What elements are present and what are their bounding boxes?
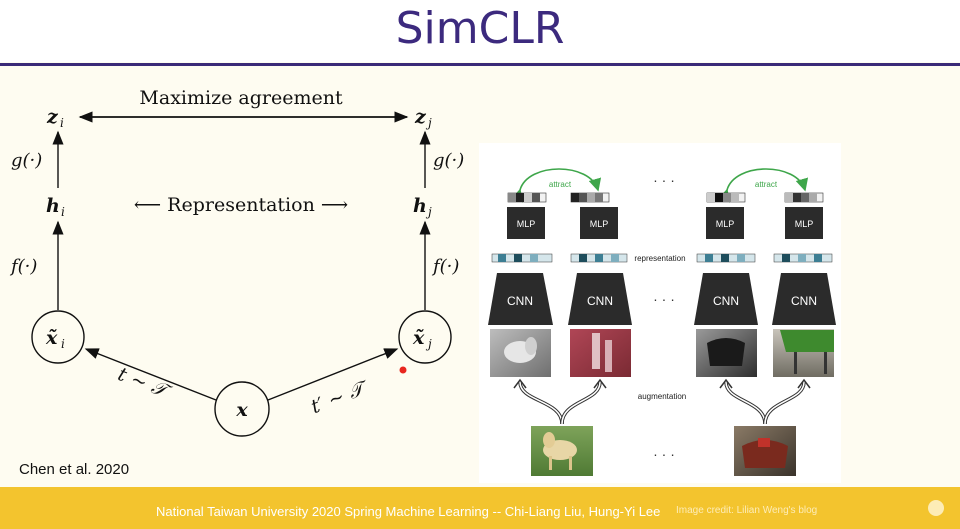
augmented-image-chair-gray xyxy=(696,329,757,377)
ellipsis-bottom: · · · xyxy=(653,446,675,462)
t-arrow-left xyxy=(84,348,217,401)
x-label: x xyxy=(235,399,248,421)
ellipsis-top: · · · xyxy=(653,172,675,188)
projection-vector-4 xyxy=(784,192,824,203)
z-j-subscript: j xyxy=(425,116,432,130)
attract-label-left: attract xyxy=(549,180,572,189)
citation: Chen et al. 2020 xyxy=(19,461,130,478)
x-tilde-j-subscript: j xyxy=(425,337,432,351)
augmented-image-dog-gray xyxy=(490,329,551,377)
framework-diagram: Maximize agreement z i z j g(·) g(·) h i… xyxy=(9,87,464,437)
augmentation-caption: augmentation xyxy=(638,392,686,401)
footer-faint-credit: Image credit: Lilian Weng's blog xyxy=(676,505,818,516)
z-j-label: z xyxy=(414,106,427,128)
x-node xyxy=(214,381,270,437)
representation-vector-4 xyxy=(773,253,833,263)
cnn-block-4 xyxy=(772,273,836,325)
original-image-dog xyxy=(531,426,593,476)
representation-vector-3 xyxy=(696,253,756,263)
cnn-block-3 xyxy=(694,273,758,325)
slide-title: SimCLR xyxy=(0,0,960,62)
mlp-label-1: MLP xyxy=(517,219,536,229)
mlp-label-4: MLP xyxy=(795,219,814,229)
footer-text: National Taiwan University 2020 Spring M… xyxy=(156,504,661,519)
footer-bar: National Taiwan University 2020 Spring M… xyxy=(0,487,960,529)
mlp-block-2 xyxy=(580,207,618,239)
ellipsis-middle: · · · xyxy=(653,291,675,307)
mlp-block-4 xyxy=(785,207,823,239)
representation-label: ⟵ Representation ⟶ xyxy=(134,194,348,216)
representation-vector-2 xyxy=(570,253,628,263)
t-left-label: t ~ 𝒯 xyxy=(115,363,175,403)
pointer-dot xyxy=(399,366,407,374)
mlp-block-3 xyxy=(706,207,744,239)
attract-arc-left xyxy=(510,168,602,203)
cnn-block-2 xyxy=(568,273,632,325)
z-i-subscript: i xyxy=(60,116,64,130)
augmented-image-chair-green xyxy=(773,329,834,377)
z-i-label: z xyxy=(46,106,59,128)
projection-vector-3 xyxy=(706,192,746,203)
cnn-label-3: CNN xyxy=(713,294,739,308)
f-left-label: f(·) xyxy=(9,256,37,277)
representation-caption: representation xyxy=(634,254,685,263)
mlp-label-2: MLP xyxy=(590,219,609,229)
h-i-subscript: i xyxy=(61,205,65,219)
x-tilde-i-node xyxy=(31,310,85,364)
mlp-block-1 xyxy=(507,207,545,239)
t-arrow-right xyxy=(267,348,399,401)
title-divider xyxy=(0,63,960,66)
illustration-figure: attract attract · · · MLP xyxy=(479,143,841,483)
g-left-label: g(·) xyxy=(11,150,42,171)
x-tilde-i-subscript: i xyxy=(61,337,65,351)
f-right-label: f(·) xyxy=(431,256,459,277)
x-tilde-j-node xyxy=(398,310,452,364)
t-right-label: t′ ~ 𝒯 xyxy=(308,376,372,418)
attract-arc-right xyxy=(717,168,809,203)
attract-label-right: attract xyxy=(755,180,778,189)
representation-vector-1 xyxy=(491,253,553,263)
original-image-chair xyxy=(734,426,796,476)
g-right-label: g(·) xyxy=(433,150,464,171)
mlp-label-3: MLP xyxy=(716,219,735,229)
maximize-agreement-label: Maximize agreement xyxy=(139,87,343,109)
footer-logo-icon xyxy=(928,500,944,516)
augmented-image-dog-red xyxy=(570,329,631,377)
cnn-label-2: CNN xyxy=(587,294,613,308)
h-j-subscript: j xyxy=(425,205,432,219)
cnn-label-1: CNN xyxy=(507,294,533,308)
h-i-label: h xyxy=(46,195,60,217)
cnn-label-4: CNN xyxy=(791,294,817,308)
projection-vector-2 xyxy=(570,192,610,203)
x-tilde-j-label: x̃ xyxy=(412,327,425,349)
x-tilde-i-label: x̃ xyxy=(45,327,58,349)
projection-vector-1 xyxy=(507,192,547,203)
h-j-label: h xyxy=(413,195,427,217)
cnn-block-1 xyxy=(488,273,553,325)
